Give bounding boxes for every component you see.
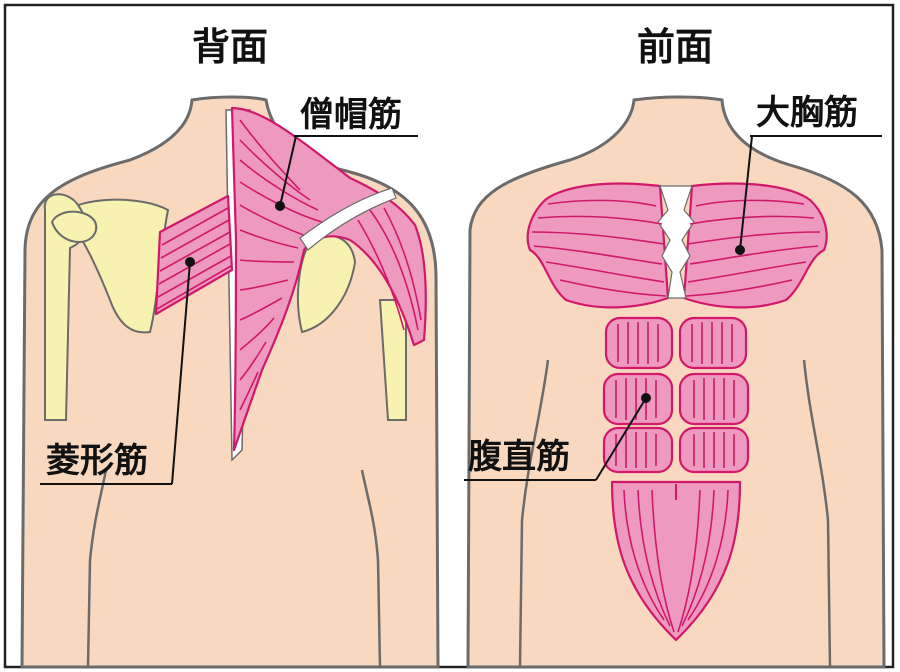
rectus-leader-dot: [641, 393, 651, 403]
back-panel-title: 背面: [192, 25, 268, 69]
abs-segment-2-left: [602, 372, 674, 426]
back-arm-contour-left: [86, 469, 108, 668]
front-arm-contour-left: [518, 359, 550, 668]
trapezius-tendon: [299, 187, 397, 251]
rhomboid-leader-dot: [185, 257, 195, 267]
back-arm-contour-right: [360, 469, 382, 668]
trapezius-fibers: [239, 119, 422, 411]
back-panel: 背面 僧帽筋 菱形筋: [20, 25, 440, 669]
rectus-fibers: [615, 322, 735, 633]
rhomboid-fibers: [156, 207, 232, 310]
left-humerus-bone: [43, 193, 87, 421]
rhomboid-muscle: [154, 194, 234, 316]
rhomboid-label: 菱形筋: [46, 441, 148, 481]
abs-segment-1-right: [678, 316, 748, 370]
trapezius-leader-dot: [275, 201, 285, 211]
right-scapula-bone: [296, 234, 357, 334]
left-shoulder-joint: [50, 210, 98, 243]
trapezius-label: 僧帽筋: [300, 95, 402, 135]
rectus-leader-line: [595, 397, 647, 481]
trapezius-leader-line: [279, 135, 297, 207]
sternum: [657, 185, 695, 299]
pectoralis-leader-dot: [735, 245, 745, 255]
pectoralis-leader-line: [739, 135, 753, 251]
front-panel: 前面 大胸筋 腹直筋: [464, 25, 886, 669]
front-arm-contour-right: [802, 359, 832, 668]
front-panel-title: 前面: [637, 25, 713, 69]
abs-lower-segment: [610, 480, 742, 642]
rectus-abdominis-label: 腹直筋: [468, 437, 570, 477]
abs-segment-1-left: [604, 316, 674, 370]
rhomboid-leader-line: [171, 261, 191, 485]
pectoralis-fibers: [531, 199, 821, 297]
pectoralis-major-label: 大胸筋: [756, 93, 858, 133]
